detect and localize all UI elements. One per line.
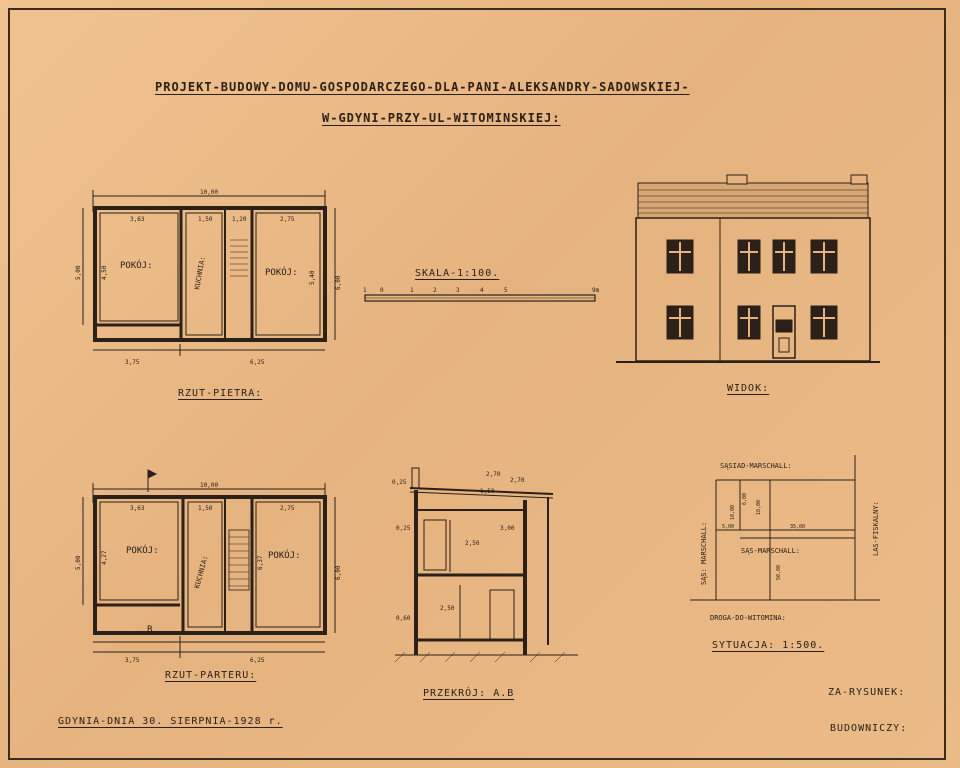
upper-dim-height: 5,00 xyxy=(75,265,82,280)
upper-dim-total: 10,00 xyxy=(200,189,218,196)
section-dim: 1,50 xyxy=(480,488,495,495)
elevation-drawing xyxy=(616,174,880,363)
upper-dim-left: 3,75 xyxy=(125,359,140,366)
upper-dim-room1-h: 4,50 xyxy=(101,265,108,280)
site-center-label: SĄS-MARSCHALL: xyxy=(741,547,800,555)
upper-kitchen-label: KUCHNIA: xyxy=(193,256,207,291)
section-dim: 2,50 xyxy=(440,605,455,612)
upper-dim-kitchen: 1,50 xyxy=(198,216,213,223)
date-line: GDYNIA-DNIA 30. SIERPNIA-1928 r. xyxy=(58,716,283,727)
ground-dim-room2-h: 6,37 xyxy=(257,555,264,570)
scale-label: SKALA-1:100. xyxy=(415,268,500,279)
drawing-frame xyxy=(8,8,946,760)
upper-dim-stair: 1,20 xyxy=(232,216,247,223)
scale-tick-label: 2 xyxy=(433,287,437,294)
title-line-2: W-GDYNI-PRZY-UL-WITOMINSKIEJ: xyxy=(322,111,561,125)
site-dim: 35,00 xyxy=(790,524,805,530)
ground-dim-height-right: 6,00 xyxy=(335,565,342,580)
site-south-label: DROGA-DO-WITOMINA: xyxy=(710,614,786,622)
site-dim: 5,00 xyxy=(722,524,734,530)
section-dim: 0,25 xyxy=(396,525,411,532)
ground-floor-caption: RZUT-PARTERU: xyxy=(165,670,257,681)
ground-dim-height: 5,00 xyxy=(75,555,82,570)
ground-room-left-label: POKÓJ: xyxy=(126,544,159,556)
builder-label: BUDOWNICZY: xyxy=(830,723,908,734)
upper-floor-plan xyxy=(82,190,336,356)
section-dim: 2,70 xyxy=(510,477,525,484)
scale-tick-label: 3 xyxy=(456,287,460,294)
site-north-label: SĄSIAD-MARSCHALL: xyxy=(720,462,792,470)
ground-dim-room1-h: 4,27 xyxy=(101,550,108,565)
ground-dim-right: 6,25 xyxy=(250,657,265,664)
title-line-1: PROJEKT-BUDOWY-DOMU-GOSPODARCZEGO-DLA-PA… xyxy=(155,80,690,94)
site-dim: 10,00 xyxy=(730,505,736,520)
site-west-label: SĄS: MARSCHALL: xyxy=(700,522,708,585)
scale-tick-label: 1 xyxy=(363,287,367,294)
draftsman-label: ZA-RYSUNEK: xyxy=(828,687,906,698)
site-dim: 6,00 xyxy=(742,493,748,505)
section-dim: 2,50 xyxy=(465,540,480,547)
section-dim: 0,25 xyxy=(392,479,407,486)
upper-room-left-label: POKÓJ: xyxy=(120,259,153,271)
ground-dim-left: 3,75 xyxy=(125,657,140,664)
site-east-label: LAS-FISKALNY: xyxy=(872,501,880,556)
section-dim: 2,70 xyxy=(486,471,501,478)
scale-tick-label: 5 xyxy=(504,287,508,294)
section-dim: 3,00 xyxy=(500,525,515,532)
ground-dim-total: 10,00 xyxy=(200,482,218,489)
scale-bar xyxy=(364,294,596,302)
upper-floor-caption: RZUT-PIETRA: xyxy=(178,388,263,399)
section-mark-b: B xyxy=(147,625,152,635)
ground-dim-room2: 2,75 xyxy=(280,505,295,512)
upper-dim-room2: 2,75 xyxy=(280,216,295,223)
section-drawing xyxy=(394,467,578,663)
scale-tick-label: 1 xyxy=(410,287,414,294)
upper-dim-room2-h: 5,40 xyxy=(309,270,316,285)
site-caption: SYTUACJA: 1:500. xyxy=(712,640,825,651)
section-caption: PRZEKRÓJ: A.B xyxy=(423,688,515,699)
ground-floor-plan xyxy=(82,469,336,658)
upper-dim-right: 6,25 xyxy=(250,359,265,366)
section-dim: 0,60 xyxy=(396,615,411,622)
scale-end-label: 9m xyxy=(592,287,600,294)
upper-dim-height-right: 6,00 xyxy=(335,275,342,290)
upper-room-right-label: POKÓJ: xyxy=(265,266,298,278)
ground-dim-room1: 3,63 xyxy=(130,505,145,512)
elevation-caption: WIDOK: xyxy=(727,383,770,394)
site-plan xyxy=(690,455,880,601)
scale-tick-label: 4 xyxy=(480,287,484,294)
scale-tick-label: 0 xyxy=(380,287,384,294)
site-dim: 18,00 xyxy=(756,500,762,515)
ground-room-right-label: POKÓJ: xyxy=(268,549,301,561)
upper-dim-room1: 3,63 xyxy=(130,216,145,223)
site-dim: 50,00 xyxy=(776,565,782,580)
ground-dim-kitchen: 1,50 xyxy=(198,505,213,512)
ground-kitchen-label: KUCHNIA: xyxy=(193,555,209,590)
